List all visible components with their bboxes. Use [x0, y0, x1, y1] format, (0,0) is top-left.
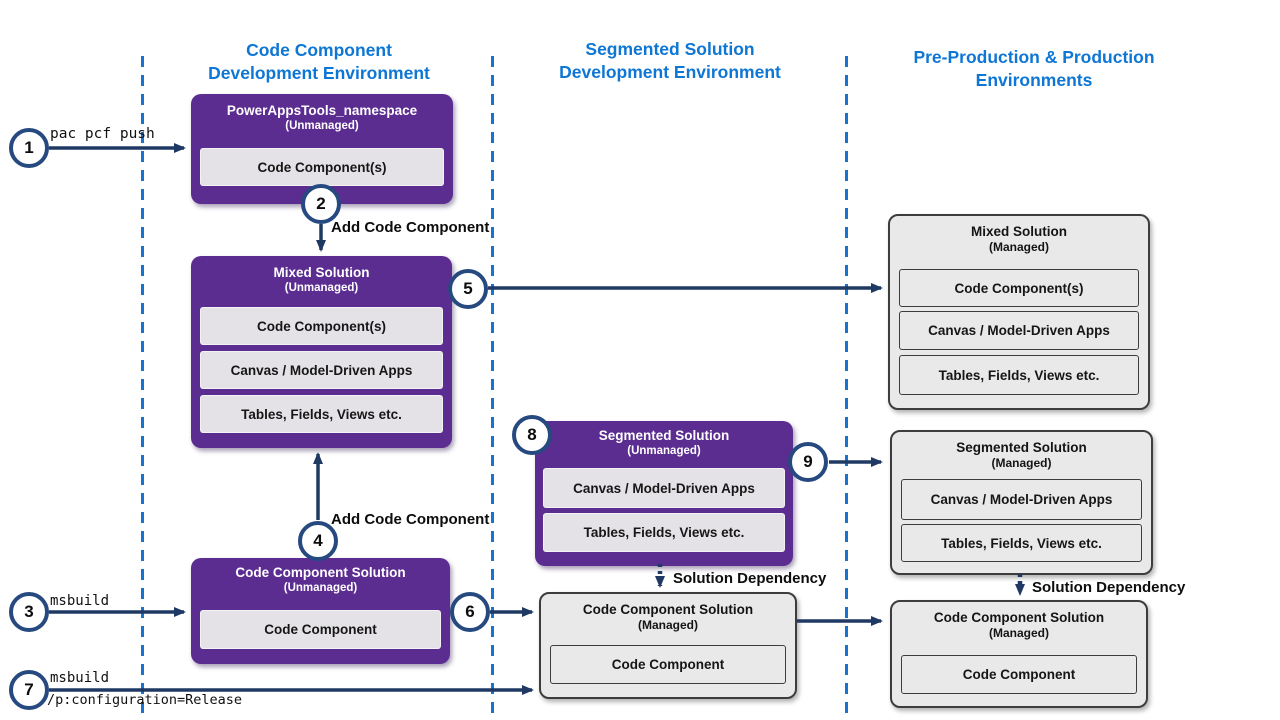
header-line: Development Environment [208, 63, 430, 83]
item-code-components: Code Component(s) [200, 307, 443, 345]
box-subtitle: (Managed) [638, 618, 698, 632]
box-mixed-solution-unmanaged: Mixed Solution (Unmanaged) Code Componen… [191, 256, 452, 448]
box-subtitle: (Unmanaged) [283, 582, 358, 594]
header-line: Segmented Solution [585, 39, 755, 59]
item-code-component: Code Component [901, 655, 1137, 694]
step-circle-8: 8 [512, 415, 552, 455]
header-line: Code Component [246, 40, 392, 60]
header-line: Pre-Production & Production [913, 47, 1155, 67]
item-tables-fields-views: Tables, Fields, Views etc. [200, 395, 443, 433]
item-tables-fields-views: Tables, Fields, Views etc. [543, 513, 785, 552]
header-code-component-dev-env: Code Component Development Environment [199, 39, 439, 85]
item-canvas-model-driven-apps: Canvas / Model-Driven Apps [200, 351, 443, 389]
step-circle-1: 1 [9, 128, 49, 168]
step-circle-4: 4 [298, 521, 338, 561]
step-number: 7 [24, 680, 34, 699]
box-title: Code Component Solution [933, 610, 1105, 625]
label-solution-dependency-prod: Solution Dependency [1032, 579, 1186, 596]
item-code-components: Code Component(s) [899, 269, 1139, 307]
step-number: 1 [24, 138, 34, 157]
box-code-component-solution-managed-prod: Code Component Solution (Managed) Code C… [890, 600, 1148, 708]
label-add-code-component-top: Add Code Component [331, 219, 490, 236]
box-title: PowerAppsTools_namespace [226, 103, 418, 118]
box-subtitle: (Unmanaged) [284, 282, 359, 294]
lane-divider-left [141, 56, 144, 720]
step-circle-2: 2 [301, 184, 341, 224]
step-number: 5 [463, 279, 473, 298]
label-solution-dependency-dev: Solution Dependency [673, 570, 827, 587]
box-title: Mixed Solution [273, 265, 370, 280]
box-subtitle: (Unmanaged) [285, 120, 359, 132]
box-title: Code Component Solution [235, 565, 406, 580]
header-segmented-solution-dev-env: Segmented Solution Development Environme… [550, 38, 790, 84]
box-code-component-solution-managed-dev: Code Component Solution (Managed) Code C… [539, 592, 797, 699]
box-subtitle: (Managed) [989, 626, 1049, 640]
step-number: 4 [313, 531, 323, 550]
step-number: 2 [316, 194, 326, 213]
step-circle-7: 7 [9, 670, 49, 710]
label-msbuild-line1: msbuild [50, 670, 110, 686]
item-canvas-model-driven-apps: Canvas / Model-Driven Apps [899, 311, 1139, 350]
box-segmented-solution-unmanaged: Segmented Solution (Unmanaged) Canvas / … [535, 421, 793, 566]
lane-divider-right [845, 56, 848, 720]
item-code-components: Code Component(s) [200, 148, 444, 186]
label-add-code-component-bottom: Add Code Component [331, 511, 490, 528]
step-number: 9 [803, 452, 813, 471]
header-line: Environments [975, 70, 1093, 90]
header-line: Development Environment [559, 62, 781, 82]
item-tables-fields-views: Tables, Fields, Views etc. [901, 524, 1142, 562]
item-code-component: Code Component [200, 610, 441, 649]
box-title: Segmented Solution [598, 428, 730, 443]
box-subtitle: (Unmanaged) [627, 445, 701, 457]
label-msbuild: msbuild [50, 593, 110, 609]
box-code-component-solution-unmanaged: Code Component Solution (Unmanaged) Code… [191, 558, 450, 664]
box-mixed-solution-managed: Mixed Solution (Managed) Code Component(… [888, 214, 1150, 410]
step-circle-6: 6 [450, 592, 490, 632]
step-circle-5: 5 [448, 269, 488, 309]
label-pac-pcf-push: pac pcf push [50, 126, 155, 142]
step-number: 8 [527, 425, 537, 444]
step-number: 6 [465, 602, 475, 621]
item-tables-fields-views: Tables, Fields, Views etc. [899, 355, 1139, 395]
label-p-configuration-release: /p:configuration=Release [47, 692, 243, 708]
step-circle-3: 3 [9, 592, 49, 632]
box-title: Code Component Solution [582, 602, 754, 617]
item-canvas-model-driven-apps: Canvas / Model-Driven Apps [543, 468, 785, 508]
step-circle-9: 9 [788, 442, 828, 482]
header-preprod-prod-env: Pre-Production & Production Environments [884, 46, 1184, 92]
lane-divider-middle [491, 56, 494, 720]
item-code-component: Code Component [550, 645, 786, 684]
item-canvas-model-driven-apps: Canvas / Model-Driven Apps [901, 479, 1142, 520]
box-subtitle: (Managed) [989, 240, 1049, 254]
step-number: 3 [24, 602, 34, 621]
box-title: Mixed Solution [971, 224, 1067, 239]
box-subtitle: (Managed) [991, 456, 1052, 470]
box-segmented-solution-managed: Segmented Solution (Managed) Canvas / Mo… [890, 430, 1153, 575]
box-title: Segmented Solution [956, 440, 1087, 455]
